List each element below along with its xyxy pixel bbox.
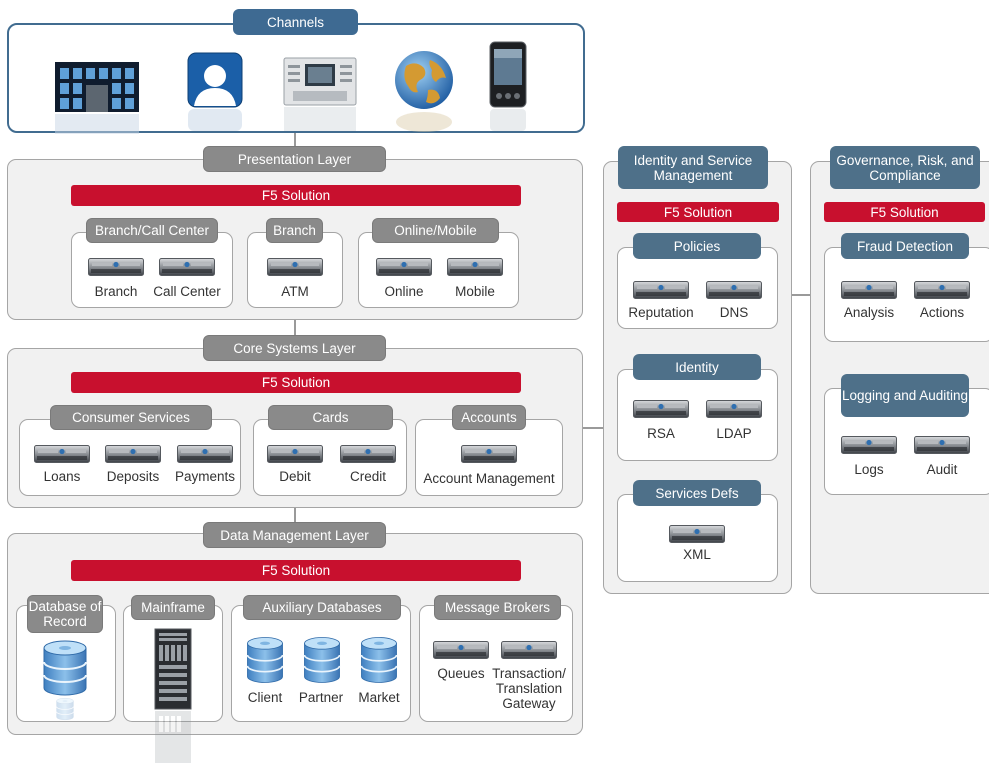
item-label: Loans bbox=[43, 469, 81, 484]
item-label: Transaction/ Translation Gateway bbox=[492, 666, 566, 711]
item-label: Account Management bbox=[423, 471, 555, 486]
server-icon bbox=[501, 641, 557, 659]
policies-title: Policies bbox=[633, 233, 761, 259]
server-icon bbox=[88, 258, 144, 276]
server-icon bbox=[376, 258, 432, 276]
governance-risk-compliance-title: Governance, Risk, and Compliance bbox=[830, 146, 980, 189]
server-icon bbox=[105, 445, 161, 463]
item-label: Market bbox=[358, 690, 400, 705]
server-icon bbox=[633, 400, 689, 418]
message-brokers-title: Message Brokers bbox=[434, 595, 561, 620]
f5-solution-bar: F5 Solution bbox=[71, 372, 521, 393]
item-label: RSA bbox=[647, 426, 675, 441]
identity-service-management-title: Identity and Service Management bbox=[618, 146, 768, 189]
item-label: Debit bbox=[279, 469, 311, 484]
presentation-layer-title: Presentation Layer bbox=[203, 146, 386, 172]
server-icon bbox=[461, 445, 517, 463]
item-label: Reputation bbox=[628, 305, 694, 320]
connector bbox=[583, 427, 603, 429]
item-label: Logs bbox=[854, 462, 884, 477]
branch-title: Branch bbox=[266, 218, 323, 243]
online-mobile-title: Online/Mobile bbox=[372, 218, 499, 243]
mobile-phone-icon bbox=[489, 41, 527, 131]
identity-title: Identity bbox=[633, 354, 761, 380]
connector bbox=[294, 320, 296, 338]
item-label: Payments bbox=[174, 469, 236, 484]
server-icon bbox=[267, 445, 323, 463]
item-label: LDAP bbox=[716, 426, 752, 441]
item-label: Credit bbox=[349, 469, 387, 484]
mainframe-title: Mainframe bbox=[131, 595, 215, 620]
item-label: Deposits bbox=[106, 469, 160, 484]
item-label: DNS bbox=[719, 305, 749, 320]
services-defs-title: Services Defs bbox=[633, 480, 761, 506]
mainframe-icon bbox=[154, 628, 192, 763]
fraud-detection-title: Fraud Detection bbox=[841, 233, 969, 259]
item-label: Client bbox=[247, 690, 283, 705]
item-label: XML bbox=[683, 547, 711, 562]
database-icon bbox=[242, 635, 288, 685]
connector bbox=[294, 508, 296, 524]
server-icon bbox=[841, 436, 897, 454]
item-label: Branch bbox=[94, 284, 138, 299]
services-defs-group bbox=[617, 494, 778, 582]
database-icon bbox=[42, 638, 88, 698]
data-management-layer-title: Data Management Layer bbox=[203, 522, 386, 548]
f5-solution-bar: F5 Solution bbox=[824, 202, 985, 222]
item-label: Partner bbox=[298, 690, 344, 705]
branch-building-icon bbox=[55, 62, 139, 134]
f5-solution-bar: F5 Solution bbox=[617, 202, 779, 222]
item-label: Online bbox=[384, 284, 424, 299]
database-reflection bbox=[42, 697, 88, 721]
item-label: Mobile bbox=[455, 284, 495, 299]
f5-solution-bar: F5 Solution bbox=[71, 185, 521, 206]
item-label: Queues bbox=[437, 666, 485, 681]
atm-icon bbox=[283, 57, 357, 131]
connector bbox=[294, 133, 296, 147]
f5-solution-bar: F5 Solution bbox=[71, 560, 521, 581]
accounts-title: Accounts bbox=[452, 405, 526, 430]
database-icon bbox=[299, 635, 345, 685]
server-icon bbox=[669, 525, 725, 543]
consumer-services-title: Consumer Services bbox=[50, 405, 212, 430]
channels-title: Channels bbox=[233, 9, 358, 35]
item-label: Call Center bbox=[153, 284, 221, 299]
server-icon bbox=[706, 400, 762, 418]
server-icon bbox=[633, 281, 689, 299]
person-icon bbox=[187, 52, 243, 131]
server-icon bbox=[841, 281, 897, 299]
cards-title: Cards bbox=[268, 405, 393, 430]
server-icon bbox=[159, 258, 215, 276]
database-icon bbox=[356, 635, 402, 685]
database-of-record-title: Database of Record bbox=[27, 595, 103, 633]
server-icon bbox=[447, 258, 503, 276]
message-brokers-group bbox=[419, 605, 573, 722]
server-icon bbox=[433, 641, 489, 659]
server-icon bbox=[340, 445, 396, 463]
server-icon bbox=[34, 445, 90, 463]
branch-call-center-title: Branch/Call Center bbox=[86, 218, 218, 243]
connector bbox=[778, 294, 828, 296]
item-label: Analysis bbox=[843, 305, 895, 320]
server-icon bbox=[177, 445, 233, 463]
auxiliary-databases-title: Auxiliary Databases bbox=[243, 595, 401, 620]
globe-icon bbox=[395, 51, 453, 132]
server-icon bbox=[914, 281, 970, 299]
core-systems-layer-title: Core Systems Layer bbox=[203, 335, 386, 361]
server-icon bbox=[914, 436, 970, 454]
logging-auditing-title: Logging and Auditing bbox=[841, 374, 969, 417]
server-icon bbox=[267, 258, 323, 276]
item-label: Audit bbox=[926, 462, 958, 477]
item-label: ATM bbox=[281, 284, 309, 299]
item-label: Actions bbox=[919, 305, 965, 320]
server-icon bbox=[706, 281, 762, 299]
